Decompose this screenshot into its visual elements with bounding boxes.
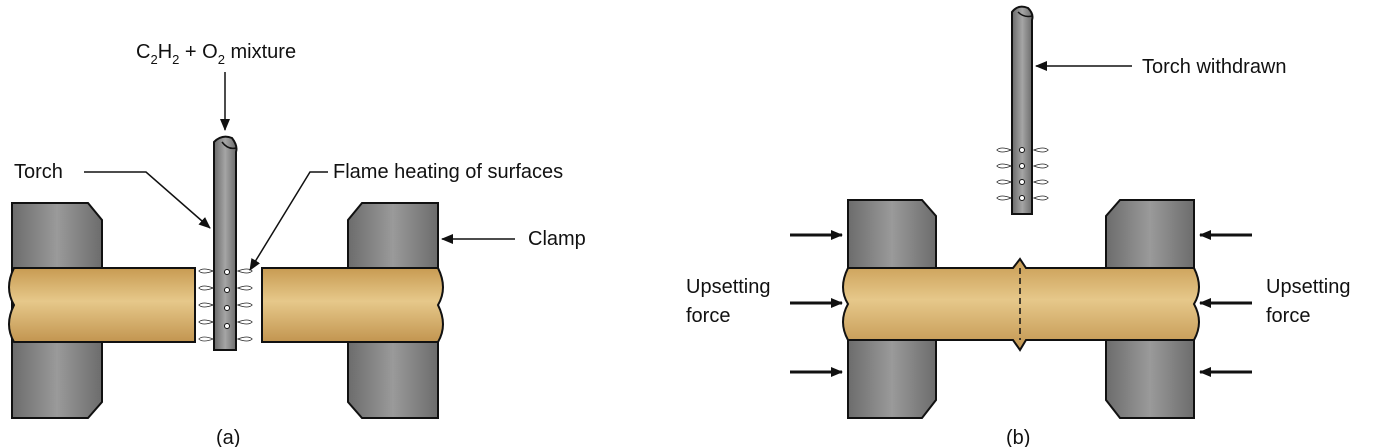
torch-a-break (221, 141, 237, 150)
flame-heating-label: Flame heating of surfaces (333, 161, 563, 183)
torch-a (213, 135, 238, 351)
torch-withdrawn-label: Torch withdrawn (1142, 56, 1287, 78)
joined-workpiece (842, 257, 1200, 352)
flame-leader (249, 171, 328, 271)
right-workpiece (261, 267, 444, 343)
upsetting-force-right: Upsetting force (1266, 276, 1356, 327)
flames-b (996, 147, 1049, 201)
caption-a: (a) (216, 427, 240, 447)
clamp-label: Clamp (528, 228, 586, 250)
caption-b: (b) (1006, 427, 1030, 447)
torch-b (1011, 5, 1034, 215)
panel-b: Torch withdrawn Upsetting force Upsettin… (686, 5, 1356, 447)
panel-a: C2H2 + O2 mixture Torch Flame heating of… (8, 41, 586, 447)
torch-label-a: Torch (14, 161, 63, 183)
torch-b-break (1017, 11, 1033, 18)
gas-mixture-label: C2H2 + O2 mixture (136, 41, 296, 67)
upsetting-force-left: Upsetting force (686, 276, 776, 327)
torch-leader-a (84, 171, 211, 229)
flames-a (198, 268, 253, 342)
left-workpiece (8, 267, 196, 343)
